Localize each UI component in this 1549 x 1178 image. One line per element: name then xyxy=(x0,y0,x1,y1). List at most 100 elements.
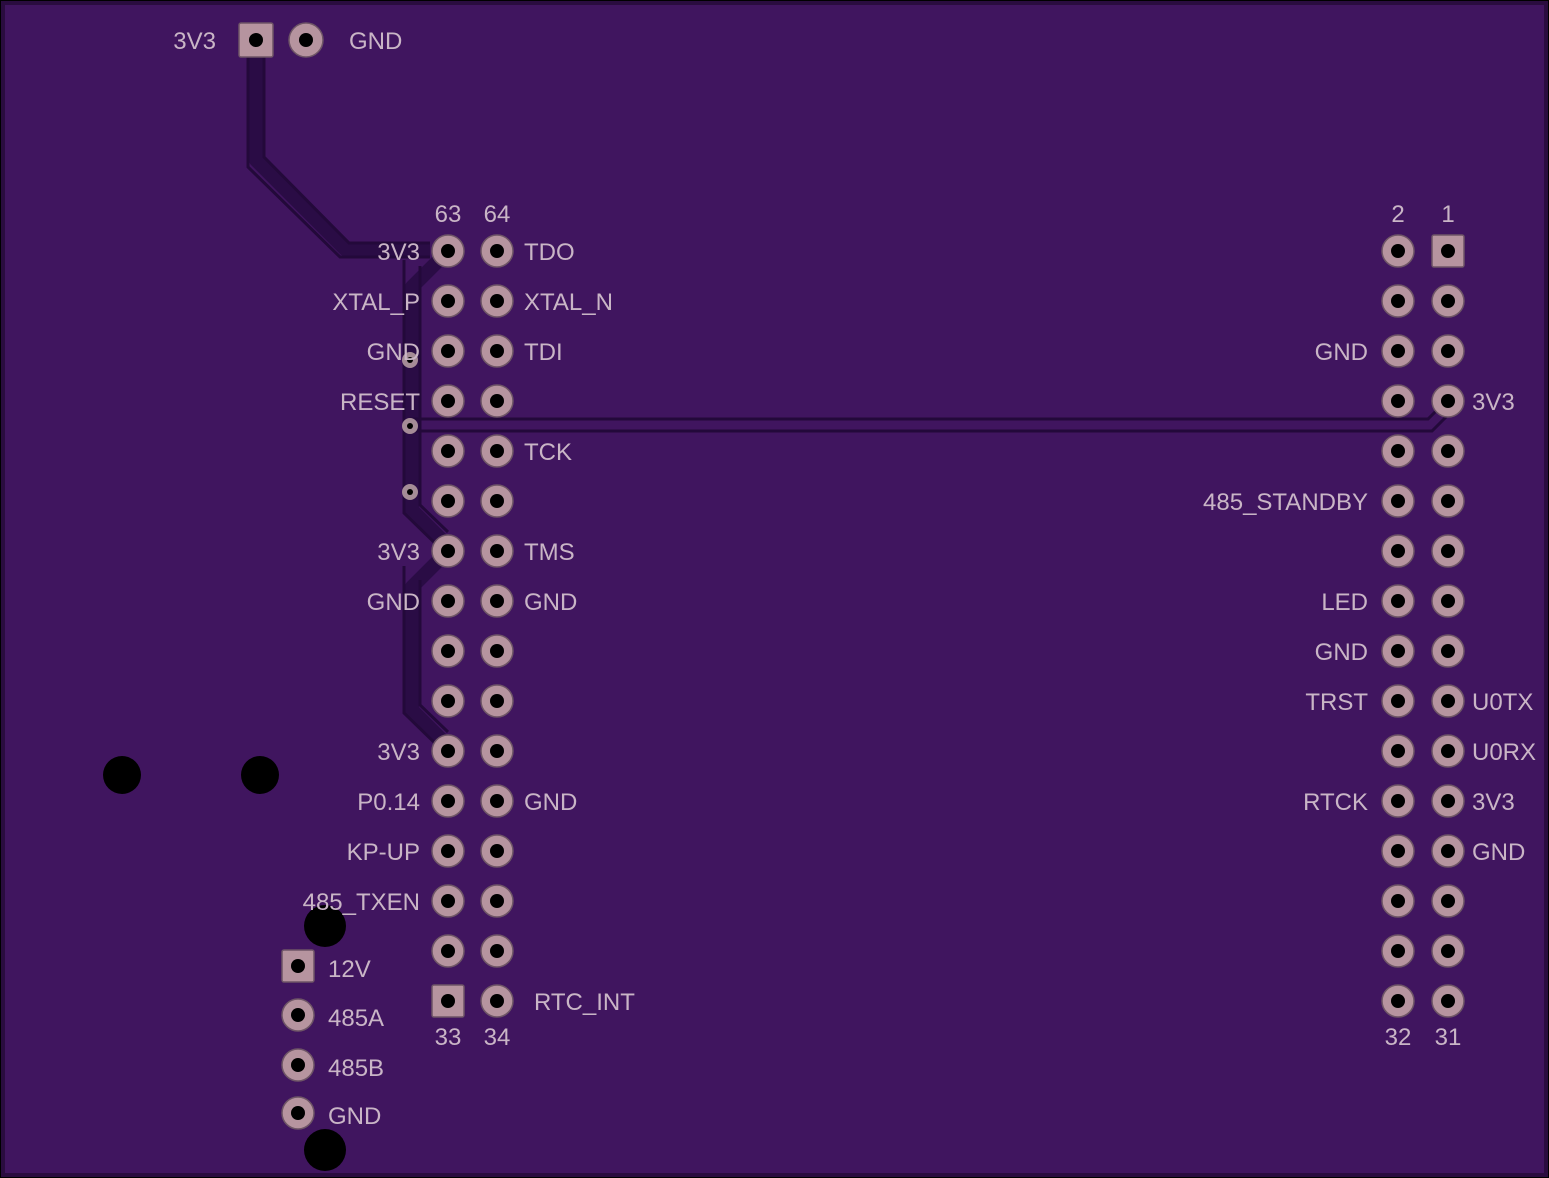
left-header-signal-label: GND xyxy=(367,339,420,366)
right-header-pin-2-number: 2 xyxy=(1391,201,1404,228)
right-header-pad xyxy=(1381,484,1415,518)
right-header-pad xyxy=(1381,634,1415,668)
left-header-signal-label: 3V3 xyxy=(377,739,420,766)
right-header-pad xyxy=(1431,334,1465,368)
left-header-pad xyxy=(480,584,514,618)
right-header-pad xyxy=(1431,384,1465,418)
right-header-pin-32-number: 32 xyxy=(1385,1024,1412,1051)
left-header-signal-label: GND xyxy=(524,589,577,616)
right-header-pad xyxy=(1431,684,1465,718)
top-connector-gnd-label: GND xyxy=(349,28,402,55)
right-header-pad xyxy=(1431,634,1465,668)
power-connector-pad xyxy=(281,949,315,983)
right-header-pad xyxy=(1431,284,1465,318)
right-header-pad xyxy=(1431,734,1465,768)
right-header-pad xyxy=(1381,384,1415,418)
right-header-pad xyxy=(1381,584,1415,618)
left-header-pad xyxy=(431,584,465,618)
right-header-signal-label: RTCK xyxy=(1303,789,1368,816)
left-header-pad xyxy=(431,384,465,418)
right-header-signal-label: 3V3 xyxy=(1472,789,1515,816)
right-header-pad xyxy=(1431,234,1465,268)
left-header-pad xyxy=(480,734,514,768)
left-header-pad xyxy=(480,984,514,1018)
left-header-pad xyxy=(480,334,514,368)
right-header-pad xyxy=(1431,834,1465,868)
right-header-signal-label: 3V3 xyxy=(1472,389,1515,416)
left-header-pin-33-number: 33 xyxy=(435,1024,462,1051)
right-header: 2 1 32 31 GND 3V3 485_STANDBY LED GND TRST U0T… xyxy=(1203,201,1536,1051)
right-header-signal-label: GND xyxy=(1315,339,1368,366)
left-header-pad xyxy=(480,284,514,318)
right-header-pad xyxy=(1431,534,1465,568)
right-header-pad xyxy=(1431,884,1465,918)
left-header-signal-label: RESET xyxy=(340,389,420,416)
top-power-connector: 3V3 GND xyxy=(173,22,402,58)
left-header-pad xyxy=(431,534,465,568)
right-header-pad xyxy=(1431,484,1465,518)
left-header-pad xyxy=(431,884,465,918)
left-header-pad xyxy=(431,784,465,818)
left-header-signal-label: TDI xyxy=(524,339,563,366)
right-header-pad xyxy=(1381,934,1415,968)
right-header-pad xyxy=(1431,434,1465,468)
right-header-pad xyxy=(1381,984,1415,1018)
left-header-pad xyxy=(431,984,465,1018)
right-header-pad xyxy=(1381,534,1415,568)
left-header-signal-label: TCK xyxy=(524,439,572,466)
right-header-pad xyxy=(1381,834,1415,868)
left-header-pin-34-number: 34 xyxy=(484,1024,511,1051)
power-connector-label: 485A xyxy=(328,1005,384,1032)
right-header-signal-label: U0TX xyxy=(1472,689,1533,716)
right-header-signal-label: GND xyxy=(1472,839,1525,866)
right-header-pad xyxy=(1381,884,1415,918)
right-header-pin-31-number: 31 xyxy=(1435,1024,1462,1051)
left-header-pad xyxy=(480,534,514,568)
left-header-signal-label: 485_TXEN xyxy=(303,889,420,916)
power-connector-pad xyxy=(281,1096,315,1130)
right-header-signal-label: 485_STANDBY xyxy=(1203,489,1368,516)
left-header-signal-label: P0.14 xyxy=(357,789,420,816)
left-header-signal-label: XTAL_P xyxy=(332,289,420,316)
right-header-pin-1-number: 1 xyxy=(1441,201,1454,228)
left-header-signal-label: 3V3 xyxy=(377,239,420,266)
left-header-pad xyxy=(480,434,514,468)
right-header-pad xyxy=(1381,334,1415,368)
power-connector-pad xyxy=(281,998,315,1032)
left-header-pin-64-number: 64 xyxy=(484,201,511,228)
left-header-signal-label: GND xyxy=(367,589,420,616)
right-header-pad xyxy=(1431,584,1465,618)
left-header-pad xyxy=(480,934,514,968)
power-connector-label: 485B xyxy=(328,1055,384,1082)
left-header-pad xyxy=(480,684,514,718)
left-header-pad xyxy=(431,334,465,368)
left-header-signal-label: TMS xyxy=(524,539,575,566)
left-header-pad xyxy=(480,634,514,668)
top-connector-3v3-label: 3V3 xyxy=(173,28,216,55)
left-header-pad xyxy=(431,634,465,668)
left-header-signal-label: 3V3 xyxy=(377,539,420,566)
right-header-signal-label: LED xyxy=(1321,589,1368,616)
left-header-pin-63-number: 63 xyxy=(435,201,462,228)
left-header-pad xyxy=(431,284,465,318)
left-header-pad xyxy=(431,484,465,518)
right-header-pad xyxy=(1381,684,1415,718)
left-header-pad xyxy=(431,234,465,268)
vias xyxy=(402,352,418,500)
left-header-pad xyxy=(431,934,465,968)
right-header-signal-label: U0RX xyxy=(1472,739,1536,766)
right-header-signal-label: TRST xyxy=(1305,689,1368,716)
mounting-holes xyxy=(103,756,346,1171)
left-header-pad xyxy=(480,484,514,518)
right-header-pad xyxy=(1431,934,1465,968)
power-connector-pad xyxy=(281,1048,315,1082)
left-header-pad xyxy=(431,834,465,868)
right-header-pad xyxy=(1381,234,1415,268)
left-header-signal-label: XTAL_N xyxy=(524,289,613,316)
left-header-pad xyxy=(480,784,514,818)
left-header-pad xyxy=(480,834,514,868)
